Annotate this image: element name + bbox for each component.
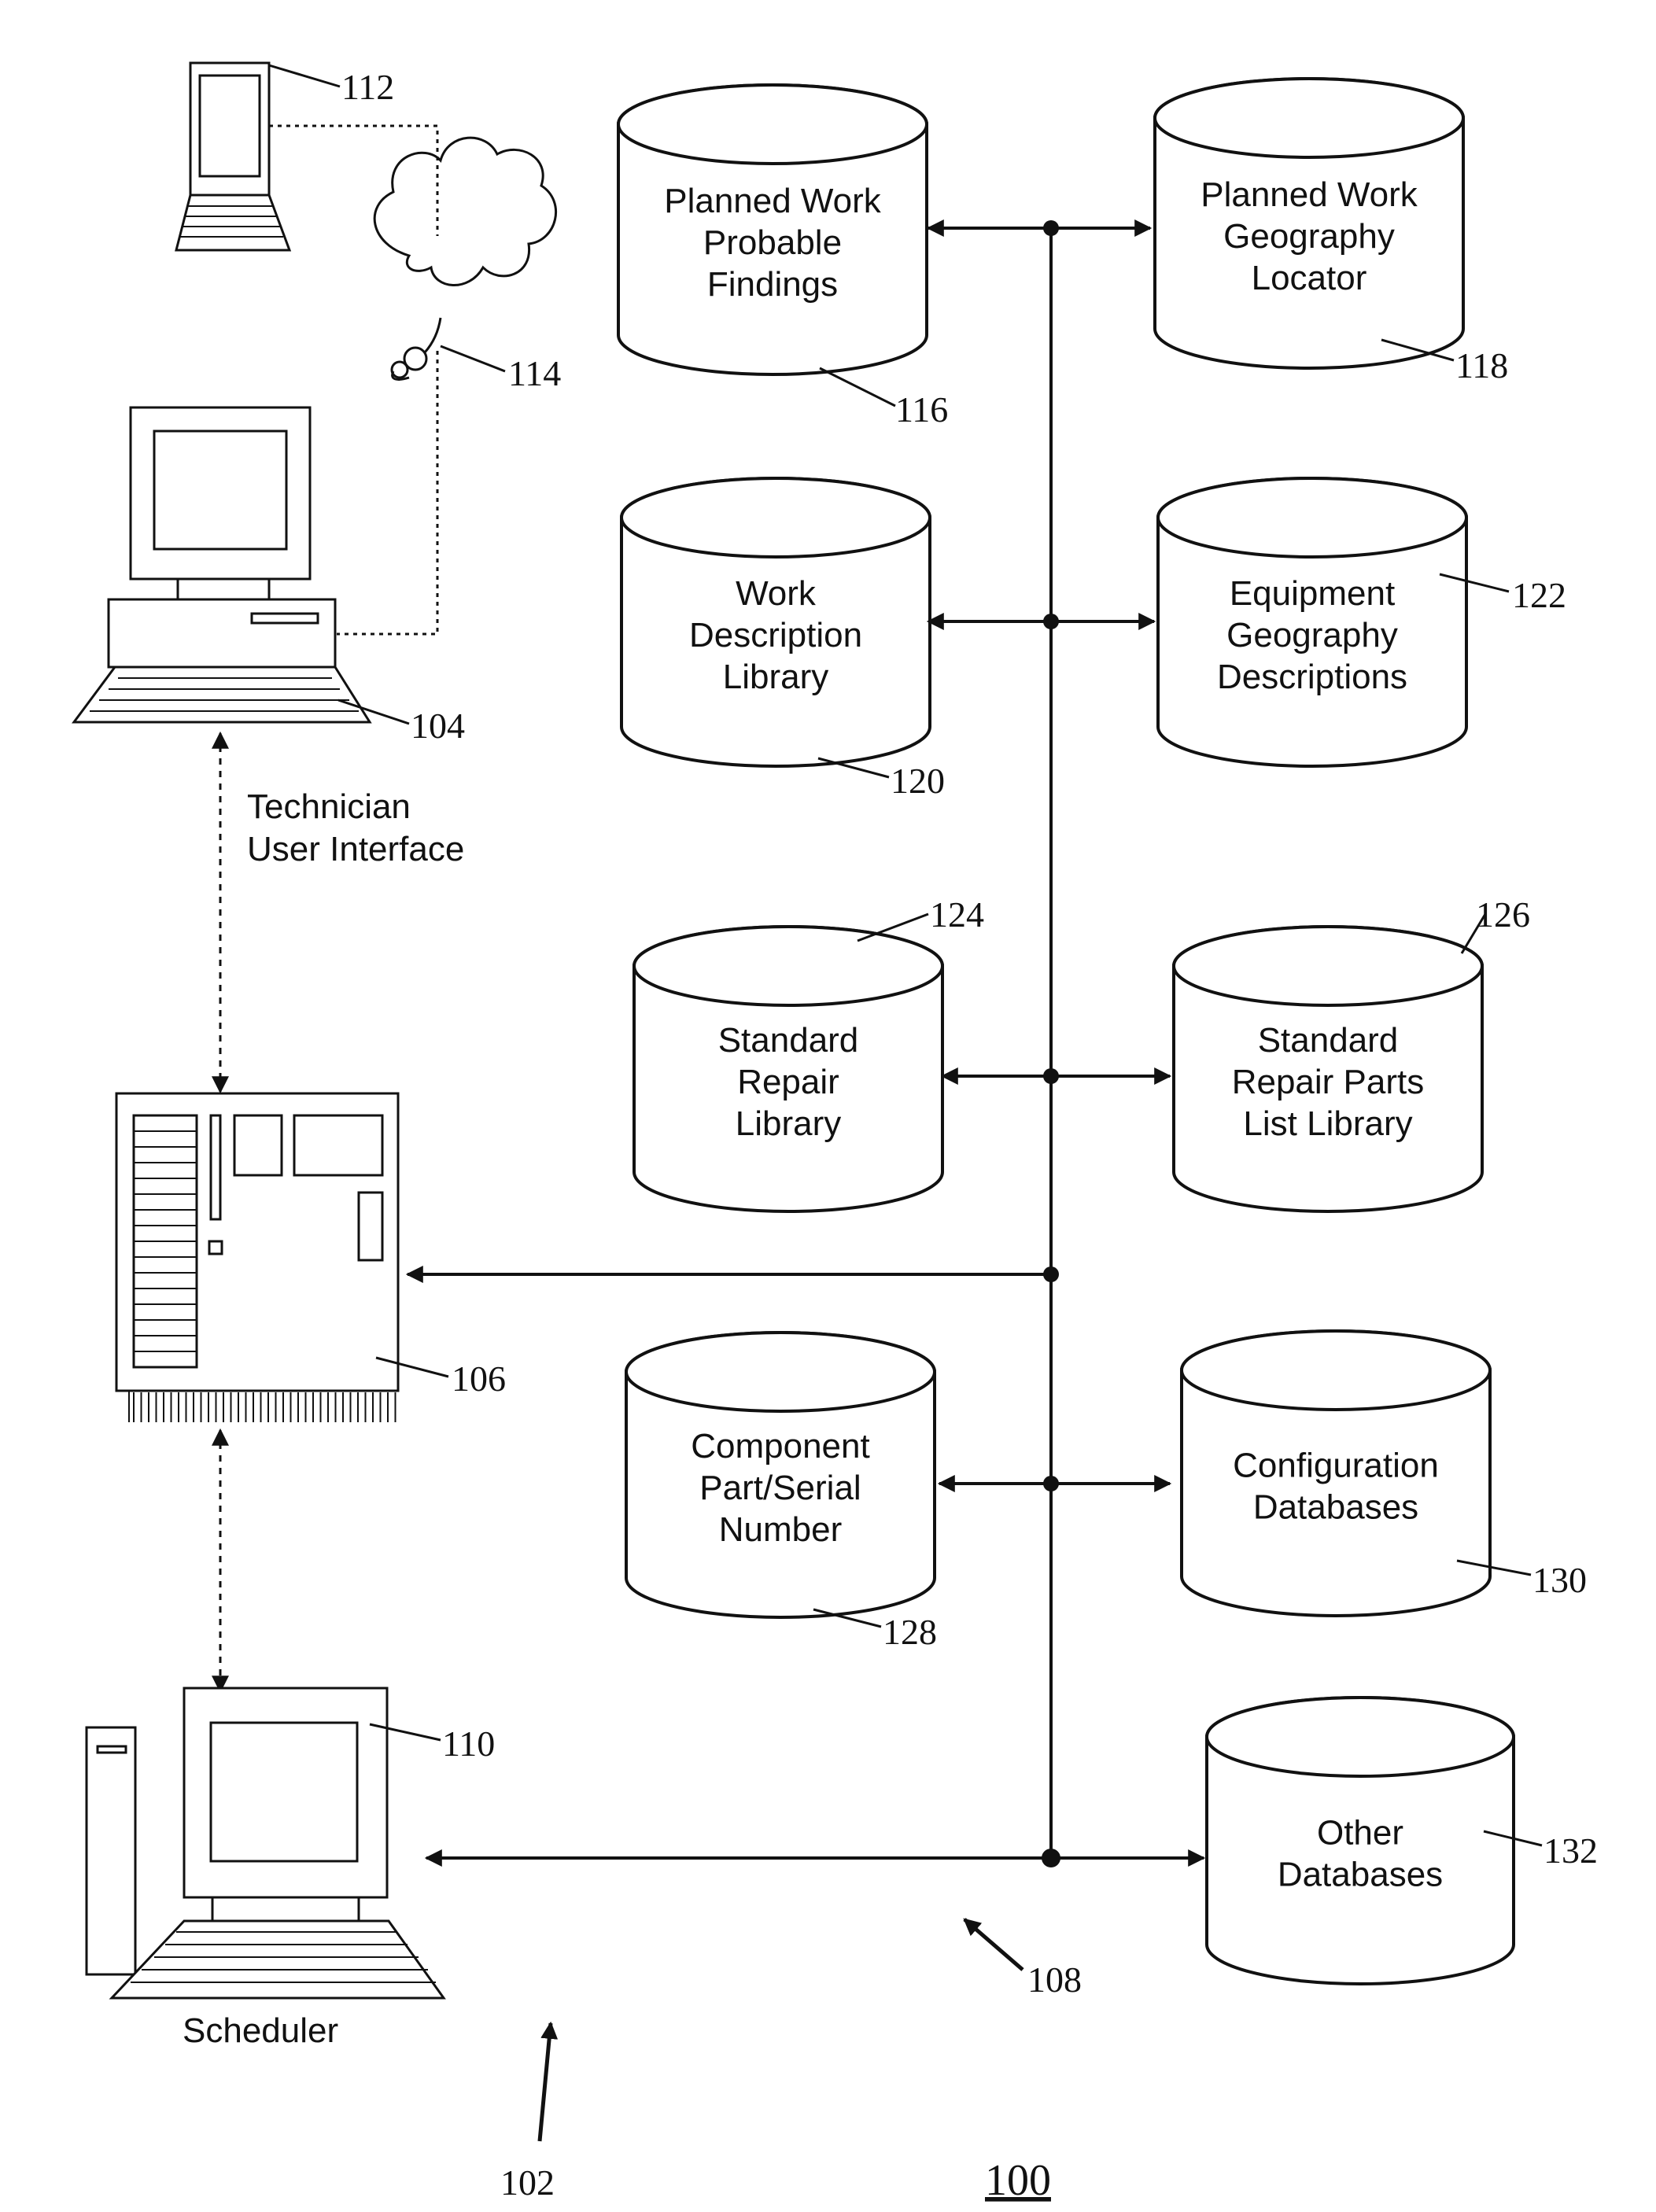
ref-102: 102	[500, 2162, 555, 2203]
leader-116	[820, 368, 895, 406]
database-label-line: Geography	[1223, 217, 1395, 256]
database-label-line: Description	[689, 616, 862, 654]
system-pointer-arrow	[540, 2023, 551, 2141]
ref-132: 132	[1544, 1830, 1598, 1871]
network-pointer-arrow	[964, 1919, 1023, 1970]
database-124: StandardRepairLibrary 124	[634, 894, 984, 1211]
database-label-line: Repair	[737, 1063, 839, 1101]
database-120: WorkDescriptionLibrary 120	[621, 478, 945, 801]
database-116: Planned WorkProbableFindings 116	[618, 85, 948, 429]
database-126: StandardRepair PartsList Library 126	[1174, 894, 1530, 1211]
database-label-line: List Library	[1243, 1104, 1412, 1143]
database-label-line: Number	[719, 1510, 843, 1549]
database-label-line: Standard	[1258, 1021, 1399, 1060]
ref-114: 114	[508, 353, 561, 393]
database-cylinder-top	[1158, 478, 1466, 557]
database-cylinder-top	[634, 927, 942, 1005]
database-label-line: Locator	[1252, 259, 1367, 297]
database-label-line: Findings	[707, 265, 838, 304]
database-label-line: Geography	[1226, 616, 1398, 654]
ref-122: 122	[1512, 575, 1566, 615]
ref-128: 128	[883, 1612, 937, 1652]
database-label-line: Databases	[1253, 1488, 1418, 1527]
ref-106: 106	[452, 1359, 506, 1399]
database-label-line: Library	[723, 658, 829, 696]
database-label-line: Other	[1317, 1814, 1403, 1853]
database-label-line: Descriptions	[1217, 658, 1407, 696]
database-label-line: Part/Serial	[699, 1469, 861, 1507]
database-label-line: Work	[736, 574, 817, 613]
database-132: OtherDatabases 132	[1207, 1698, 1598, 1984]
scheduler-label: Scheduler	[183, 2011, 338, 2050]
database-label-line: Component	[691, 1427, 869, 1465]
ref-104: 104	[411, 706, 465, 746]
database-122: EquipmentGeographyDescriptions 122	[1158, 478, 1566, 766]
scheduler-computer-icon	[87, 1688, 444, 1998]
database-label-line: Databases	[1278, 1856, 1443, 1894]
database-label-line: Planned Work	[664, 182, 882, 220]
database-label-line: Standard	[718, 1021, 859, 1060]
laptop-icon	[176, 63, 290, 250]
database-cylinder-top	[1174, 927, 1482, 1005]
cloud-icon	[374, 138, 555, 378]
database-cylinder-top	[1155, 79, 1463, 157]
ref-112: 112	[341, 67, 394, 107]
ref-108: 108	[1027, 1959, 1082, 2000]
ref-124: 124	[930, 894, 984, 935]
ref-130: 130	[1532, 1560, 1587, 1600]
database-118: Planned WorkGeographyLocator 118	[1155, 79, 1508, 385]
ref-118: 118	[1455, 345, 1508, 385]
database-label-line: Probable	[703, 223, 842, 262]
leader-112	[269, 65, 340, 87]
technician-ui-label-line2: User Interface	[247, 830, 464, 868]
database-label-line: Configuration	[1233, 1447, 1439, 1485]
database-cylinder-top	[618, 85, 927, 164]
technician-ui-label-line1: Technician	[247, 787, 411, 826]
database-cylinder-top	[1182, 1331, 1490, 1410]
database-cylinder-top	[621, 478, 930, 557]
database-cylinder-top	[1207, 1698, 1514, 1776]
database-label-line: Equipment	[1230, 574, 1395, 613]
ref-110: 110	[442, 1724, 495, 1764]
database-cylinder-top	[626, 1333, 935, 1411]
technician-computer-icon	[74, 407, 370, 722]
ref-120: 120	[891, 761, 945, 801]
database-label-line: Planned Work	[1201, 175, 1418, 214]
database-130: ConfigurationDatabases 130	[1182, 1331, 1587, 1616]
database-128: ComponentPart/SerialNumber 128	[626, 1333, 937, 1652]
leader-114	[441, 346, 505, 371]
database-label-line: Library	[736, 1104, 842, 1143]
figure-number: 100	[985, 2156, 1051, 2205]
ref-116: 116	[895, 389, 948, 429]
database-group: Planned WorkProbableFindings116Planned W…	[618, 79, 1598, 1984]
database-label-line: Repair Parts	[1232, 1063, 1425, 1101]
ref-126: 126	[1476, 894, 1530, 935]
